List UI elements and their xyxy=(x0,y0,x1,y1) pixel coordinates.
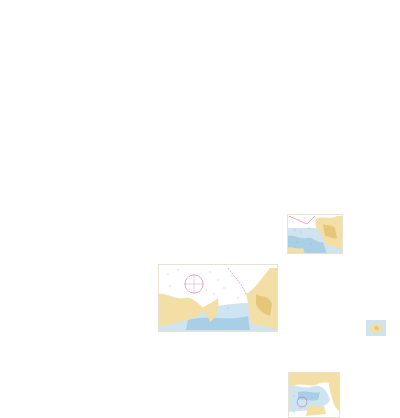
chart-tile-small-islet xyxy=(366,320,386,336)
chart-tile-north-harbor xyxy=(287,214,343,254)
chart-tile-central-bay xyxy=(158,264,278,332)
chart-tile-south-cove xyxy=(288,372,340,418)
